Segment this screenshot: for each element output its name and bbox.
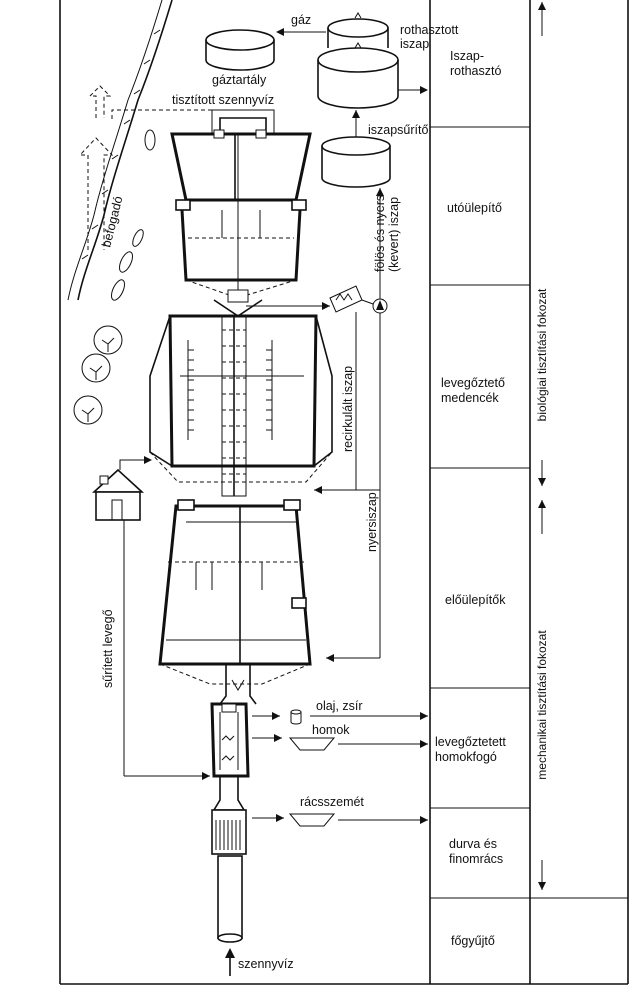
label-surites-levego: sűrített levegő [101, 609, 115, 688]
thickener-to-digester-arrow [352, 110, 360, 137]
homokfogo-chamber [210, 702, 250, 778]
pump-icon [372, 298, 388, 314]
label-homok: homok [312, 723, 350, 737]
label-recirkulalt-iszap: recirkulált iszap [341, 366, 355, 452]
phase-label-mechanikai: mechanikai tisztítási fokozat [535, 630, 549, 780]
label-iszapsurito: iszapsűrítő [368, 123, 428, 137]
label-olaj-zsir: olaj, zsír [316, 699, 363, 713]
screen-chamber [211, 776, 247, 855]
phase-biologiai-arrows [538, 2, 546, 486]
label-szennyviz: szennyvíz [238, 957, 294, 971]
oil-container-icon [290, 709, 302, 725]
trees-icon [73, 325, 123, 425]
sand-container-icon [288, 737, 336, 751]
phase-column: biológiai tisztítási fokozat mechanikai … [535, 2, 549, 890]
gaztartaly-tank-icon [205, 29, 275, 71]
river-arrow-icon [78, 85, 114, 250]
label-gaz: gáz [291, 13, 311, 27]
label-nyersiszap: nyersiszap [365, 492, 379, 552]
utoulepito-basin [170, 129, 312, 317]
gas-flow-arrow [276, 28, 326, 36]
label-folos-nyers-iszap: fölös és nyers-(kevert) iszap [373, 191, 401, 272]
levegozteto-basin [149, 314, 333, 497]
label-tisztitott-szennyviz: tisztított szennyvíz [172, 93, 274, 107]
treated-effluent-pipe [111, 109, 275, 134]
phase-label-biologiai: biológiai tisztítási fokozat [535, 288, 549, 421]
label-befogado: befogadó [99, 195, 125, 249]
label-gaztartaly: gáztartály [212, 73, 267, 87]
digested-sludge-arrow [398, 86, 428, 94]
grit-chamber-outputs [252, 712, 428, 748]
main-collector-pipe [217, 855, 243, 976]
eloulepito-basin [158, 499, 312, 705]
frame [59, 0, 629, 985]
stage-label-iszap-rothaszto: Iszap-rothasztó [450, 49, 501, 78]
stage-label-utoulepito: utóülepítő [447, 201, 502, 215]
phase-mechanikai-arrows [538, 500, 546, 890]
stage-label-eloulepitok: előülepítők [445, 593, 506, 607]
screenings-container-icon [288, 813, 336, 827]
label-racsszemet: rácsszemét [300, 795, 364, 809]
compressed-air-line [119, 456, 210, 780]
sludge-conveyor-icon [329, 285, 363, 313]
screenings-output [252, 814, 428, 824]
compressor-house-icon [91, 468, 145, 521]
sludge-lines [246, 188, 384, 662]
iszapsurito-tank-icon [321, 136, 391, 188]
stage-label-fogyujto: főgyűjtő [451, 934, 495, 948]
digester-tanks-icon [317, 12, 399, 109]
